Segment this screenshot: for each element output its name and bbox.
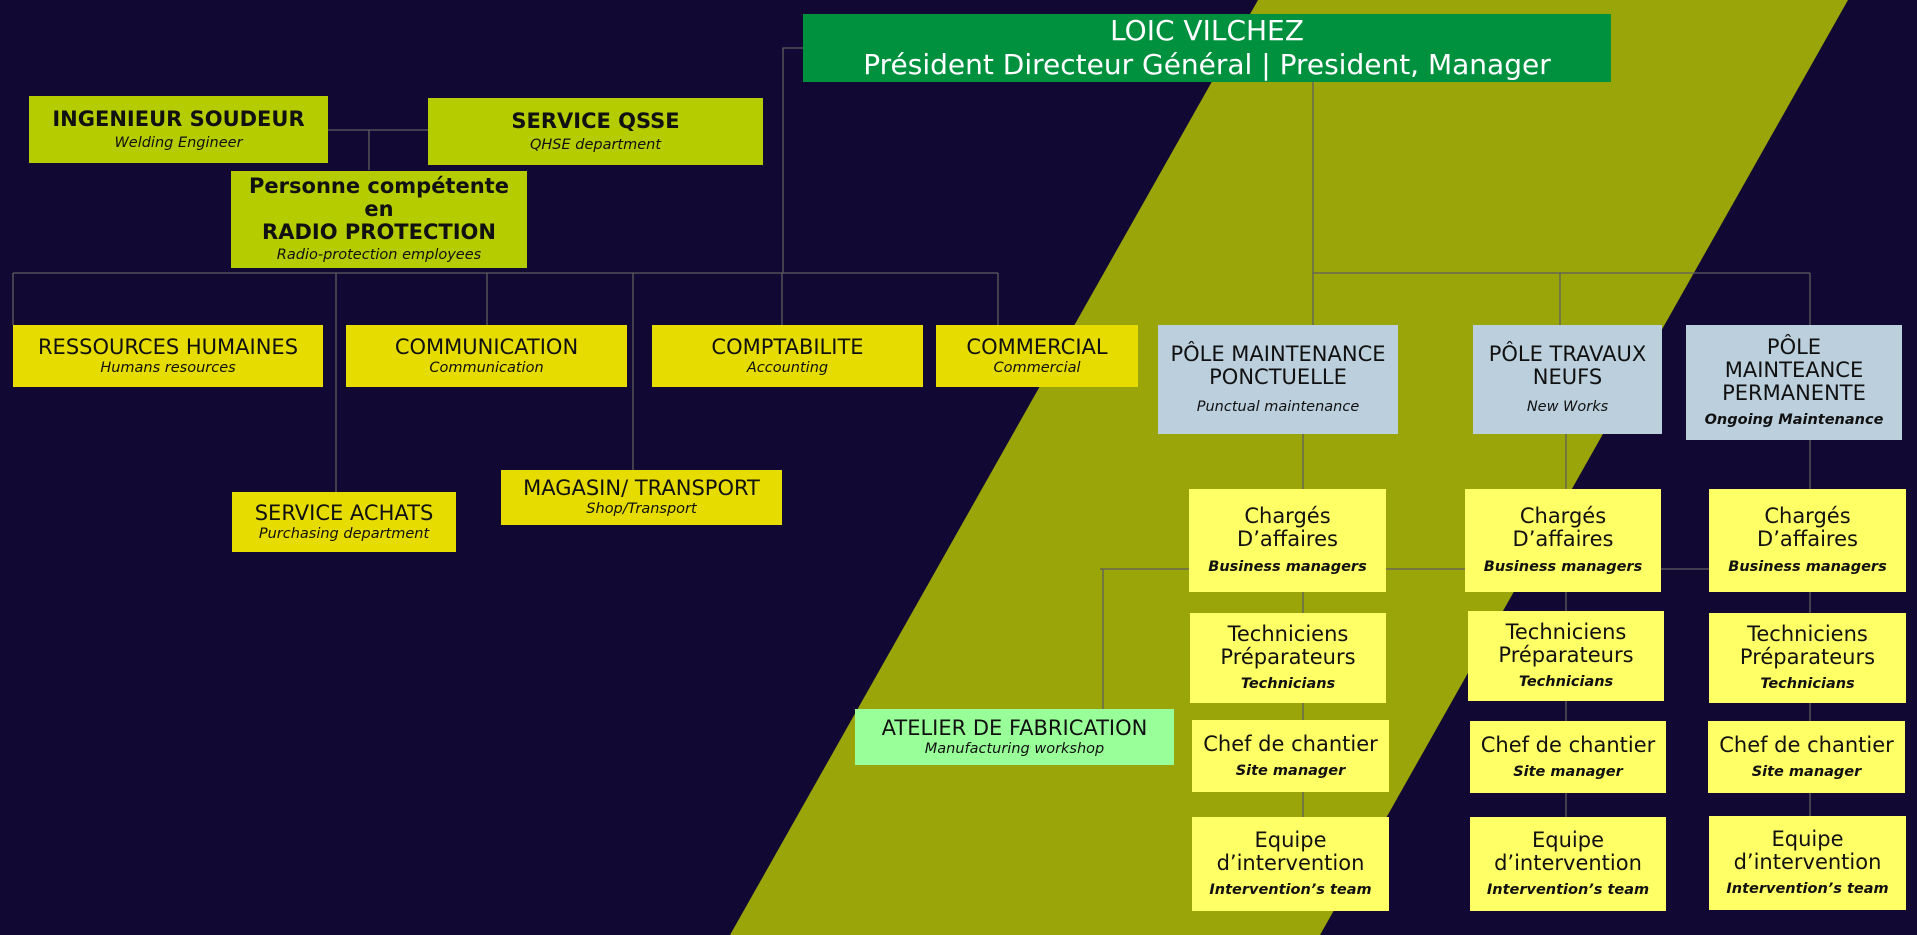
role-title-line: Equipe [1254,827,1327,852]
role-title-line: Préparateurs [1498,643,1634,668]
pole-title-line: PÔLE [1766,335,1822,360]
purchasing-box[interactable]: SERVICE ACHATS Purchasing department [232,492,456,552]
role-title-line: Techniciens [1227,622,1349,647]
role-subtitle: Intervention’s team [1209,882,1372,899]
role-technicians-box[interactable]: Techniciens Préparateurs Technicians [1190,613,1386,703]
role-title-line: d’intervention [1733,849,1882,874]
role-subtitle: Intervention’s team [1486,882,1650,899]
pole-subtitle: New Works [1526,398,1609,415]
commercial-box[interactable]: COMMERCIAL Commercial [936,325,1138,387]
role-business-managers-box[interactable]: Chargés D’affaires Business managers [1709,489,1906,592]
pole-title-line: MAINTEANCE [1724,357,1864,382]
president-box[interactable]: LOIC VILCHEZ Président Directeur Général… [803,14,1611,82]
purchasing-subtitle: Purchasing department [258,525,430,542]
role-title-line: D’affaires [1512,527,1614,552]
pole-new-works-box[interactable]: PÔLE TRAVAUX NEUFS New Works [1473,325,1662,434]
radio-protection-title-line1: Personne compétente en [249,174,509,221]
role-technicians-box[interactable]: Techniciens Préparateurs Technicians [1709,613,1906,703]
role-subtitle: Business managers [1208,558,1367,575]
role-subtitle: Business managers [1728,558,1887,575]
communication-subtitle: Communication [429,359,544,376]
shop-transport-box[interactable]: MAGASIN/ TRANSPORT Shop/Transport [501,470,782,525]
communication-title: COMMUNICATION [394,334,579,359]
role-business-managers-box[interactable]: Chargés D’affaires Business managers [1465,489,1661,592]
role-intervention-team-box[interactable]: Equipe d’intervention Intervention’s tea… [1470,817,1666,911]
workshop-title: ATELIER DE FABRICATION [881,715,1148,740]
role-title-line: Techniciens [1505,620,1627,645]
radio-protection-title-line2: RADIO PROTECTION [262,219,496,244]
role-title-line: Chargés [1244,504,1331,529]
diagonal-band [730,0,1848,935]
welding-engineer-box[interactable]: INGENIEUR SOUDEUR Welding Engineer [29,96,328,163]
role-technicians-box[interactable]: Techniciens Préparateurs Technicians [1468,611,1664,701]
role-subtitle: Site manager [1513,763,1623,780]
role-title-line: Chargés [1764,504,1851,529]
shop-transport-title: MAGASIN/ TRANSPORT [523,476,760,501]
hr-subtitle: Humans resources [100,359,236,376]
qsse-service-title: SERVICE QSSE [511,108,680,133]
communication-box[interactable]: COMMUNICATION Communication [346,325,627,387]
role-subtitle: Intervention’s team [1726,881,1889,898]
role-title-line: d’intervention [1216,850,1365,875]
pole-punctual-maintenance-box[interactable]: PÔLE MAINTENANCE PONCTUELLE Punctual mai… [1158,325,1398,434]
role-title-line: Equipe [1771,826,1844,851]
accounting-title: COMPTABILITE [711,334,864,359]
role-site-manager-box[interactable]: Chef de chantier Site manager [1470,721,1666,793]
role-intervention-team-box[interactable]: Equipe d’intervention Intervention’s tea… [1709,816,1906,910]
accounting-box[interactable]: COMPTABILITE Accounting [652,325,923,387]
role-title-line: Préparateurs [1220,645,1356,670]
workshop-box[interactable]: ATELIER DE FABRICATION Manufacturing wor… [855,709,1174,765]
pole-title-line: NEUFS [1532,365,1603,390]
role-subtitle: Site manager [1751,763,1862,780]
president-name: LOIC VILCHEZ [1110,14,1304,48]
role-title-line: Chef de chantier [1203,731,1378,756]
role-site-manager-box[interactable]: Chef de chantier Site manager [1708,721,1905,793]
pole-subtitle: Ongoing Maintenance [1704,412,1884,429]
pole-subtitle: Punctual maintenance [1196,398,1360,415]
role-title-line: Techniciens [1747,622,1868,647]
radio-protection-subtitle: Radio-protection employees [276,247,482,264]
role-intervention-team-box[interactable]: Equipe d’intervention Intervention’s tea… [1192,817,1389,911]
welding-engineer-subtitle: Welding Engineer [114,134,243,151]
pole-ongoing-maintenance-box[interactable]: PÔLE MAINTEANCE PERMANENTE Ongoing Maint… [1686,325,1902,440]
role-subtitle: Technicians [1760,675,1855,692]
pole-title-line: PÔLE TRAVAUX [1488,342,1647,367]
welding-engineer-title: INGENIEUR SOUDEUR [52,106,305,131]
commercial-subtitle: Commercial [993,359,1081,376]
role-subtitle: Business managers [1483,558,1643,575]
qsse-service-subtitle: QHSE department [529,136,662,153]
role-title-line: D’affaires [1757,527,1858,552]
purchasing-title: SERVICE ACHATS [254,500,434,525]
role-title-line: d’intervention [1494,850,1642,875]
shop-transport-subtitle: Shop/Transport [586,501,697,517]
role-title-line: Equipe [1532,827,1604,852]
pole-title-line: PERMANENTE [1722,380,1866,405]
role-site-manager-box[interactable]: Chef de chantier Site manager [1192,720,1389,792]
commercial-title: COMMERCIAL [966,334,1108,359]
role-title-line: Chef de chantier [1719,732,1894,757]
role-subtitle: Site manager [1235,762,1346,779]
pole-title-line: PÔLE MAINTENANCE [1170,342,1386,367]
role-subtitle: Technicians [1240,675,1336,692]
accounting-subtitle: Accounting [746,359,829,376]
role-title-line: Chef de chantier [1480,732,1656,757]
pole-title-line: PONCTUELLE [1209,365,1347,390]
workshop-subtitle: Manufacturing workshop [924,740,1105,757]
president-title: Président Directeur Général | President,… [863,48,1551,81]
hr-title: RESSOURCES HUMAINES [37,334,299,359]
role-business-managers-box[interactable]: Chargés D’affaires Business managers [1189,489,1386,592]
qsse-service-box[interactable]: SERVICE QSSE QHSE department [428,98,763,165]
role-title-line: Chargés [1519,504,1607,529]
role-title-line: Préparateurs [1739,645,1876,670]
role-subtitle: Technicians [1518,673,1614,690]
role-title-line: D’affaires [1237,527,1338,552]
hr-box[interactable]: RESSOURCES HUMAINES Humans resources [13,325,323,387]
radio-protection-box[interactable]: Personne compétente en RADIO PROTECTION … [231,171,527,268]
